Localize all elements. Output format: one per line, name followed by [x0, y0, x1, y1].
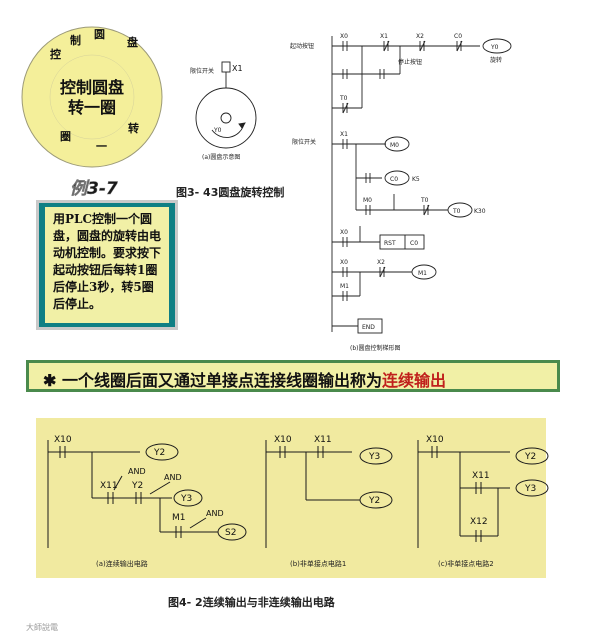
circuit-labels: X10 Y2 X11 AND Y2 AND Y3 M1 AND S2 X10 X… — [54, 435, 536, 538]
c1-label: X10 — [54, 435, 72, 445]
ladder-rst-target: C0 — [410, 240, 418, 247]
example-note-box: 用PLC控制一个圆盘，圆盘的旋转由电动机控制。要求按下起动按钮后每转1圈后停止3… — [36, 200, 178, 330]
ladder-contact: M0 — [363, 197, 372, 204]
example-note-text: 用PLC控制一个圆盘，圆盘的旋转由电动机控制。要求按下起动按钮后每转1圈后停止3… — [45, 207, 169, 323]
c1-label: Y2 — [131, 481, 143, 491]
figure-title-bottom: 图4- 2连续输出与非连续输出电路 — [168, 595, 336, 609]
ladder-coil: Y0 — [490, 44, 499, 51]
ladder-rotate-label: 旋转 — [490, 56, 502, 64]
ladder-contact: X0 — [340, 33, 348, 40]
c2-label: X11 — [314, 435, 332, 445]
ladder-coil-k: K30 — [474, 208, 486, 215]
c2-label: X10 — [274, 435, 292, 445]
ladder-contact: X1 — [340, 131, 348, 138]
c1-label: Y2 — [153, 448, 165, 458]
c1-label: Y3 — [180, 494, 192, 504]
banner-text: ✱ 一个线圈后面又通过单接点连接线圈输出称为 — [43, 371, 382, 390]
ladder-coil: T0 — [452, 208, 461, 215]
ladder-contact: X2 — [416, 33, 424, 40]
ladder-end: END — [362, 324, 375, 331]
ladder-start-label: 起动按钮 — [290, 42, 314, 50]
c1-label: AND — [206, 509, 224, 518]
ladder-rst: RST — [384, 240, 396, 247]
ladder-limit-label: 限位开关 — [292, 138, 316, 146]
circle-main-text-1: 控制圆盘 — [60, 78, 124, 97]
c2-label: Y3 — [368, 452, 380, 462]
ladder-contact: T0 — [420, 197, 429, 204]
c3-label: Y2 — [524, 452, 536, 462]
disk-output-label: Y0 — [213, 127, 222, 134]
ladder-coil-k: K5 — [412, 176, 420, 183]
circle-ring-char: 盘 — [127, 35, 138, 49]
ladder-contact: X1 — [380, 33, 388, 40]
disk-switch-label: X1 — [232, 64, 243, 73]
circle-ring-char: 一 — [96, 140, 107, 153]
circle-ring-char: 圈 — [60, 130, 71, 143]
disk-caption: (a)圆盘示意图 — [202, 153, 240, 161]
ladder-coil: C0 — [390, 176, 398, 183]
ladder-labels: 起动按钮 停止按钮 旋转 限位开关 X0 X1 X2 C0 Y0 T0 X1 M… — [290, 33, 502, 352]
ladder-caption: (b)圆盘控制梯形图 — [350, 344, 401, 352]
c1-label: S2 — [225, 528, 236, 538]
c1-label: M1 — [172, 513, 186, 523]
c2-label: Y2 — [368, 496, 380, 506]
ladder-coil: M1 — [418, 270, 427, 277]
caption-b: (b)非单接点电路1 — [290, 559, 346, 568]
ladder-contact: T0 — [339, 95, 348, 102]
watermark: 大師說電 — [26, 622, 58, 632]
banner-highlight: 连续输出 — [381, 371, 446, 390]
circle-main-text-2: 转一圈 — [68, 98, 116, 117]
circle-ring-char: 控 — [50, 47, 61, 61]
ladder-contact: X0 — [340, 229, 348, 236]
c1-label: X11 — [100, 481, 118, 491]
c1-label: AND — [128, 467, 146, 476]
ladder-contact: C0 — [454, 33, 462, 40]
c1-label: AND — [164, 473, 182, 482]
caption-c: (c)非单接点电路2 — [438, 559, 494, 568]
definition-banner: ✱ 一个线圈后面又通过单接点连接线圈输出称为连续输出 — [26, 360, 560, 392]
example-label: 例3-7 — [70, 179, 118, 199]
ladder-diagram — [331, 36, 512, 334]
ladder-contact: M1 — [340, 283, 349, 290]
circle-badge: 控制圆盘 转一圈 控 制 圆 盘 转 一 圈 — [21, 26, 163, 168]
ladder-stop-label: 停止按钮 — [398, 58, 422, 66]
c3-label: X12 — [470, 517, 488, 527]
c3-label: X11 — [472, 471, 490, 481]
c3-label: Y3 — [524, 484, 536, 494]
disk-sketch — [195, 61, 257, 149]
circle-ring-char: 圆 — [94, 28, 105, 41]
circle-ring-char: 制 — [70, 33, 81, 47]
c3-label: X10 — [426, 435, 444, 445]
disk-limit-label: 限位开关 — [190, 67, 214, 75]
figure-title-top: 图3- 43圆盘旋转控制 — [176, 185, 284, 199]
ladder-coil: M0 — [390, 142, 399, 149]
ladder-contact: X2 — [377, 259, 385, 266]
caption-a: (a)连续输出电路 — [96, 559, 148, 568]
circle-ring-char: 转 — [128, 121, 139, 135]
ladder-contact: X0 — [340, 259, 348, 266]
